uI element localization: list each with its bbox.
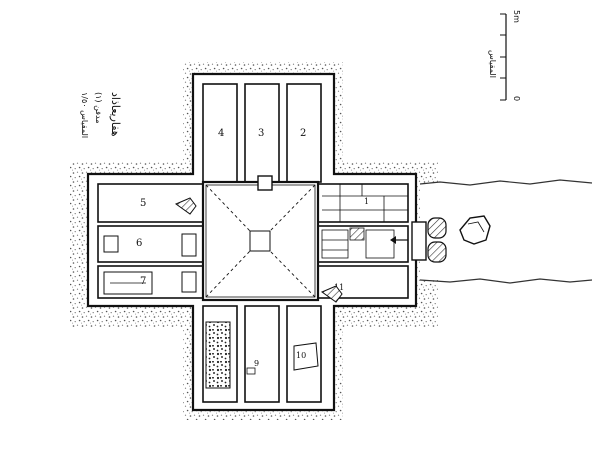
title-line-1: هفاريعاذاد [109, 92, 122, 137]
stone-west-2b [181, 233, 197, 257]
chamber-label-south-2: 9 [254, 359, 259, 368]
skeleton-south-3 [293, 342, 319, 371]
chamber-label-south-3: 10 [296, 351, 306, 360]
chamber-label-north-1: 4 [218, 128, 224, 139]
scale-max: 5m [512, 10, 521, 23]
title-block: هفاريعاذاد مدفن (١) المقياس ١/٥٠ [80, 92, 122, 138]
entrance-passage [419, 179, 595, 284]
stone-west-2a [103, 235, 119, 253]
amphora-west [174, 197, 197, 215]
chamber-south-2 [244, 305, 280, 403]
chamber-west-2 [97, 225, 204, 263]
coffin-west-3 [103, 271, 153, 295]
south-wing: 9 10 [202, 305, 322, 403]
title-line-3: المقياس ١/٥٠ [80, 92, 89, 138]
loose-stone [459, 215, 491, 245]
chamber-label-east-3: 11 [334, 283, 344, 292]
east-wing: 1 11 [315, 183, 409, 303]
entrance-doorway [411, 217, 447, 263]
chamber-label-north-3: 2 [300, 128, 306, 139]
scale-label: المقياس [488, 50, 497, 78]
west-wing: 5 6 7 [97, 183, 204, 299]
chamber-west-3 [97, 265, 204, 299]
amphora-east [320, 285, 343, 303]
chamber-label-west-3: 7 [140, 276, 146, 287]
chamber-label-north-2: 3 [258, 128, 264, 139]
rubble-south-1 [205, 321, 231, 389]
blocking-stones-east [321, 184, 408, 259]
scale-bar: المقياس 0 5m [488, 10, 521, 101]
chamber-label-west-1: 5 [140, 198, 146, 209]
north-wing: 4 3 2 [202, 83, 322, 183]
central-niche [257, 175, 273, 191]
scale-zero: 0 [512, 96, 521, 101]
object-south-2 [246, 367, 256, 375]
central-chamber [201, 175, 320, 302]
chamber-label-east-1: 1 [364, 197, 369, 206]
stone-west-3 [181, 271, 197, 293]
chamber-label-west-2: 6 [136, 238, 142, 249]
title-line-2: مدفن (١) [94, 92, 103, 123]
chamber-south-3 [286, 305, 322, 403]
